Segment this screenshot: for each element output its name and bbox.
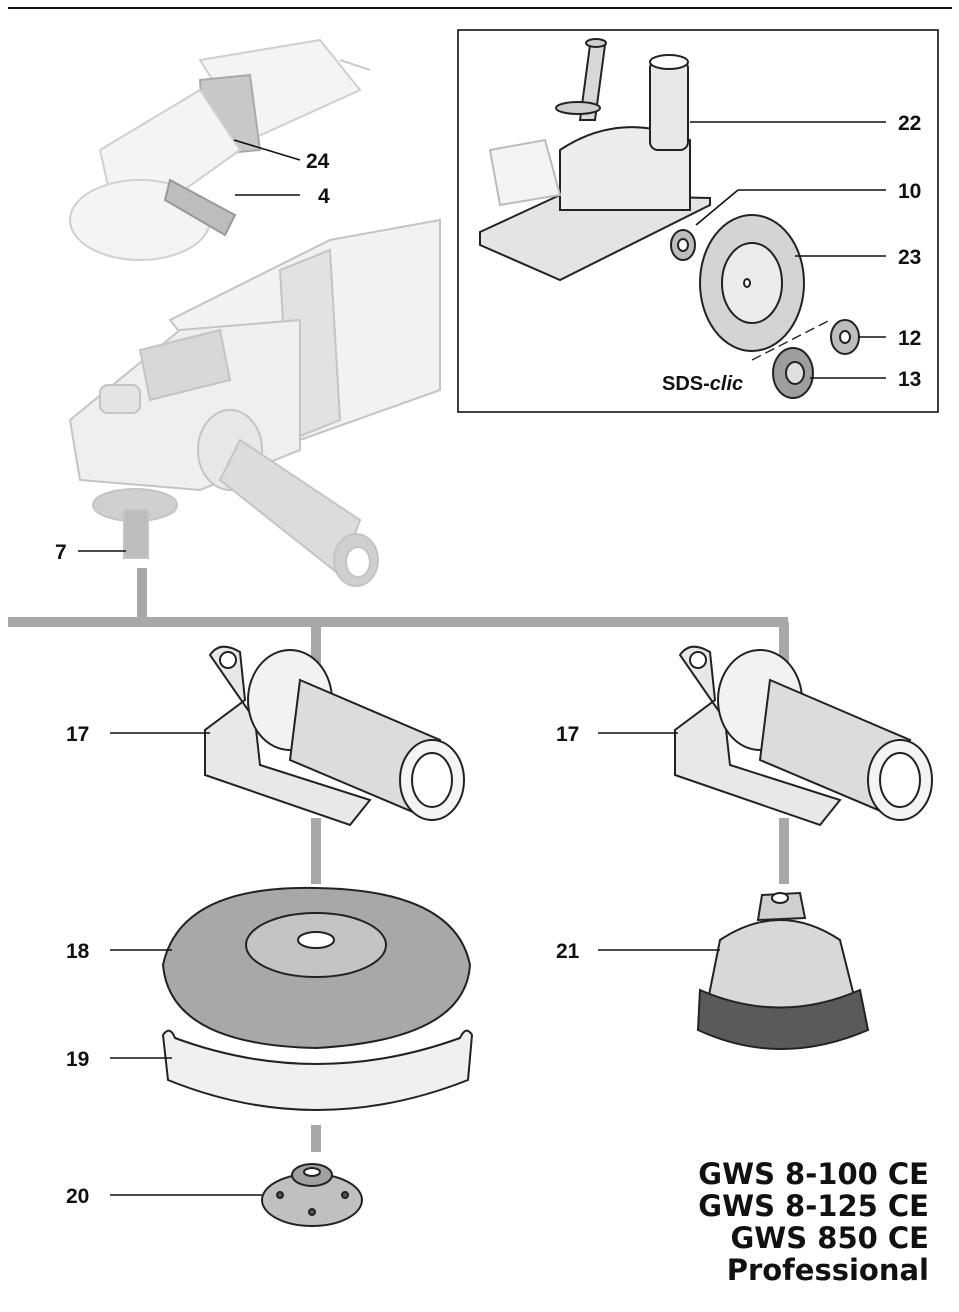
- callout-19: 19: [66, 1048, 89, 1071]
- inset-frame: [457, 29, 939, 413]
- callout-24: 24: [306, 150, 330, 173]
- callout-7: 7: [55, 541, 67, 564]
- lambswool-bonnet-19-illustration: [161, 1029, 474, 1111]
- callout-17-left: 17: [66, 723, 89, 746]
- model-line-3: GWS 850 CE: [730, 1221, 930, 1255]
- handle-17-right-illustration: [674, 645, 933, 827]
- callout-10: 10: [898, 180, 921, 203]
- callout-12: 12: [898, 327, 921, 350]
- model-line-2: GWS 8-125 CE: [698, 1189, 929, 1223]
- callout-21: 21: [556, 940, 580, 963]
- sds-suffix: clic: [710, 373, 743, 395]
- handle-17-left-illustration: [204, 645, 465, 827]
- model-designation: GWS 8-100 CE GWS 8-125 CE GWS 850 CE Pro…: [698, 1158, 929, 1286]
- callout-23: 23: [898, 246, 921, 269]
- callout-22: 22: [898, 112, 921, 135]
- callout-13: 13: [898, 368, 921, 391]
- sds-clic-label: SDS-clic: [662, 373, 743, 395]
- flange-10-illustration: [670, 229, 696, 261]
- grinder-main-illustration: [68, 218, 441, 587]
- grinder-small-illustration: [69, 38, 371, 261]
- cup-brush-21-illustration: [696, 891, 870, 1050]
- callout-4: 4: [318, 185, 330, 208]
- callout-18: 18: [66, 940, 90, 963]
- model-line-1: GWS 8-100 CE: [698, 1157, 929, 1191]
- sds-clic-nut-13-illustration: [772, 347, 814, 399]
- diamond-blade-23-illustration: [699, 214, 805, 352]
- model-line-4: Professional: [726, 1253, 929, 1287]
- sanding-plate-18-illustration: [161, 886, 472, 1050]
- callout-17-right: 17: [556, 723, 579, 746]
- leader-lines: [78, 121, 886, 1196]
- callout-20: 20: [66, 1185, 89, 1208]
- clamping-nut-20-illustration: [261, 1163, 363, 1227]
- cutting-guide-illustration: [479, 38, 711, 282]
- sds-prefix: SDS-: [662, 373, 710, 395]
- clamping-nut-12-illustration: [830, 319, 860, 355]
